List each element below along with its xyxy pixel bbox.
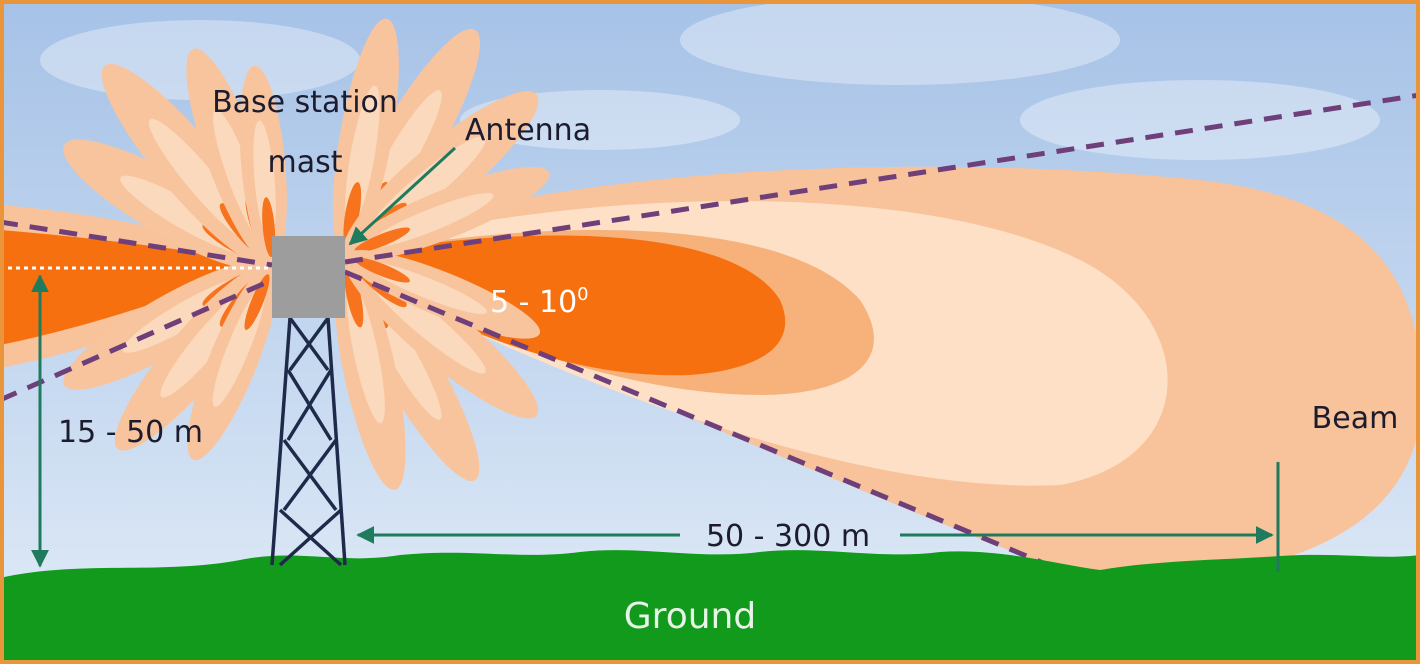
ground bbox=[0, 550, 1420, 664]
base-station-mast bbox=[270, 316, 347, 567]
main-beam bbox=[340, 166, 1420, 578]
antenna-label: Antenna bbox=[465, 113, 591, 148]
beam-label: Beam bbox=[1312, 401, 1399, 436]
antenna-housing bbox=[272, 236, 345, 318]
lower-beam-line-left bbox=[0, 277, 274, 403]
mast-label-line1: Base station bbox=[212, 85, 398, 120]
beam-angle-value: 5 - 10 bbox=[490, 285, 577, 320]
height-label: 15 - 50 m bbox=[58, 415, 203, 450]
dimension-arrows bbox=[31, 146, 1280, 572]
beam-core-layer bbox=[340, 235, 786, 376]
beam-angle-label: 5 - 100 bbox=[490, 284, 589, 320]
lower-beam-line-right bbox=[344, 269, 1061, 573]
beam-angle-degree: 0 bbox=[577, 284, 588, 305]
mast-label-line2: mast bbox=[268, 145, 343, 180]
ground-label: Ground bbox=[624, 596, 756, 637]
upper-beam-line-right bbox=[344, 92, 1420, 265]
antenna-pointer-arrow bbox=[348, 146, 457, 246]
side-lobes bbox=[63, 18, 550, 490]
upper-beam-line bbox=[0, 219, 273, 268]
distance-label: 50 - 300 m bbox=[706, 519, 870, 554]
beam-width-lines bbox=[0, 92, 1420, 573]
